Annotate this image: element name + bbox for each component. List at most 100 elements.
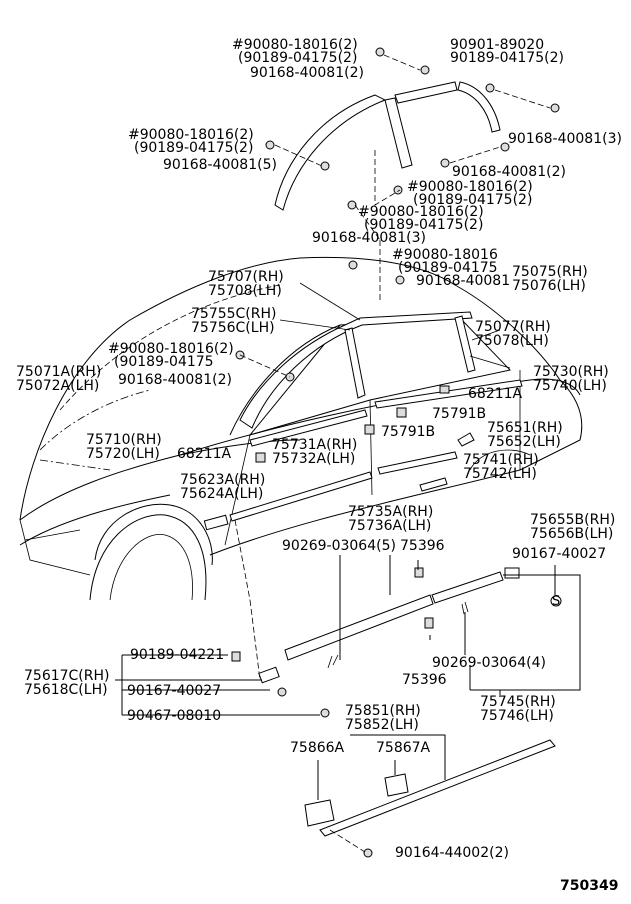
- part-label: 68211A: [468, 386, 523, 402]
- part-label: 90168-40081(3): [312, 230, 426, 246]
- fastener-icon: [327, 654, 339, 669]
- clip-icon: [439, 385, 450, 394]
- part-label: (90189-04175(2): [413, 192, 532, 208]
- rocker-moulding-group: [115, 555, 581, 718]
- clip-icon: [277, 687, 287, 697]
- clip-icon: [440, 158, 450, 168]
- clip-icon: [364, 424, 375, 435]
- part-label: 75623A(RH): [180, 472, 265, 488]
- part-label: 90164-44002(2): [395, 845, 509, 861]
- part-label: 75707(RH): [208, 269, 284, 285]
- part-label: 75396: [400, 538, 445, 554]
- part-label: 75791B: [381, 424, 435, 440]
- part-label: 75617C(RH): [24, 668, 110, 684]
- door-frame-moulding: [239, 311, 473, 429]
- part-label: 75651(RH): [487, 420, 563, 436]
- clip-icon: [485, 83, 495, 93]
- clip-icon: [363, 848, 373, 858]
- part-label: 75720(LH): [86, 446, 160, 462]
- part-label: 90167-40027: [512, 546, 606, 562]
- door-sash-group: [203, 260, 523, 681]
- rear-rocker-moulding: [431, 571, 504, 604]
- clip-icon: [231, 651, 241, 662]
- part-label: 90901-89020: [450, 37, 544, 53]
- side-skirt-moulding: [319, 739, 556, 837]
- part-label: 90168-40081(2): [118, 372, 232, 388]
- side-skirt-group: [304, 734, 556, 858]
- part-label: 90467-08010: [127, 708, 221, 724]
- skirt-end-piece: [304, 799, 335, 827]
- part-label: 75742(LH): [463, 466, 537, 482]
- clip-icon: [348, 260, 358, 270]
- part-label: 75618C(LH): [24, 682, 108, 698]
- skirt-retainer: [384, 773, 409, 797]
- clip-icon: [395, 275, 405, 285]
- part-label: 75755C(RH): [191, 306, 277, 322]
- rear-door-side-moulding-1: [377, 451, 458, 475]
- part-label: 75731A(RH): [272, 437, 357, 453]
- part-label: #90080-18016(2): [128, 127, 254, 143]
- quarter-moulding: [457, 432, 475, 447]
- part-label: 75736A(LH): [348, 518, 431, 534]
- rear-belt-moulding: [374, 379, 523, 409]
- rear-pillar-moulding: [457, 81, 501, 133]
- part-label: 75075(RH): [512, 264, 588, 280]
- part-label: 75078(LH): [475, 333, 549, 349]
- clip-icon: [265, 140, 275, 150]
- front-belt-moulding: [249, 409, 368, 447]
- part-label: 75745(RH): [480, 694, 556, 710]
- part-label: #90080-18016: [392, 247, 498, 263]
- part-label: 75072A(LH): [16, 378, 99, 394]
- part-labels: #90080-18016(2) (90189-04175(2) 90168-40…: [16, 37, 622, 894]
- part-label: 75071A(RH): [16, 364, 101, 380]
- retainer-bracket: [258, 666, 280, 684]
- fastener-icon: [461, 601, 469, 615]
- c-pillar-outer: [454, 315, 476, 373]
- center-pillar-garnish: [384, 97, 413, 169]
- part-label: 75740(LH): [533, 378, 607, 394]
- clip-icon: [347, 200, 357, 210]
- part-label: (90189-04175: [398, 260, 498, 276]
- part-label: 75867A: [376, 740, 431, 756]
- screw-s-icon: [550, 595, 562, 607]
- part-label: #90080-18016(2): [407, 179, 533, 195]
- part-label: 75710(RH): [86, 432, 162, 448]
- front-door-side-moulding: [229, 471, 373, 522]
- upper-moulding-group: [265, 47, 560, 300]
- part-label: 90189-04175(2): [450, 50, 564, 66]
- part-label: (90189-04175(2): [238, 50, 357, 66]
- clip-icon: [414, 567, 424, 578]
- clip-icon: [396, 407, 407, 418]
- front-rocker-moulding: [284, 594, 434, 661]
- part-label: 90168-40081(3): [508, 131, 622, 147]
- part-label: 75708(LH): [208, 283, 282, 299]
- clip-icon: [255, 452, 266, 463]
- clip-icon: [320, 161, 330, 171]
- part-label: 90168-40081: [416, 273, 510, 289]
- part-label: #90080-18016(2): [108, 341, 234, 357]
- part-label: 75791B: [432, 406, 486, 422]
- part-label: (90189-04175: [114, 354, 214, 370]
- part-label: 75624A(LH): [180, 486, 263, 502]
- rocker-end-cap: [504, 567, 520, 579]
- clip-icon: [420, 65, 430, 75]
- part-label: 75730(RH): [533, 364, 609, 380]
- part-label: #90080-18016(2): [232, 37, 358, 53]
- part-label: 75076(LH): [512, 278, 586, 294]
- clip-icon: [500, 142, 510, 152]
- part-label: 90269-03064(5): [282, 538, 396, 554]
- part-label: 90269-03064(4): [432, 655, 546, 671]
- clip-icon: [320, 708, 330, 718]
- roof-drip-moulding: [394, 81, 458, 104]
- part-label: 90189-04221: [130, 647, 224, 663]
- part-label: 90168-40081(2): [250, 65, 364, 81]
- part-label: 90168-40081(5): [163, 157, 277, 173]
- part-label: 68211A: [177, 446, 232, 462]
- part-label: 75746(LH): [480, 708, 554, 724]
- part-label: (90189-04175(2): [364, 217, 483, 233]
- part-label: 75866A: [290, 740, 345, 756]
- clip-icon: [375, 47, 385, 57]
- rear-door-side-moulding-2: [419, 477, 448, 492]
- part-label: 75756C(LH): [191, 320, 275, 336]
